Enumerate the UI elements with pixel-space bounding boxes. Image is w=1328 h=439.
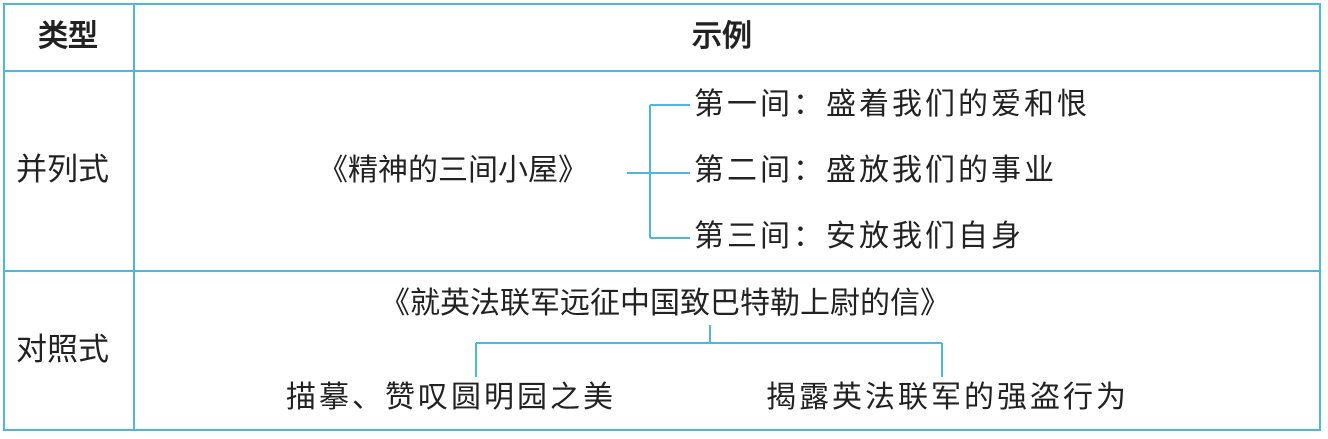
list-item: 第二间：盛放我们的事业 — [694, 153, 1057, 188]
table-frame — [3, 3, 1321, 431]
row-divider — [3, 270, 1321, 272]
list-item: 描摹、赞叹圆明园之美 — [286, 380, 616, 415]
row-title-parallel: 《精神的三间小屋》 — [318, 153, 588, 188]
header-type: 类型 — [38, 19, 98, 54]
row-title-contrast: 《就英法联军远征中国致巴特勒上尉的信》 — [380, 286, 950, 321]
list-item: 第一间：盛着我们的爱和恨 — [694, 87, 1090, 122]
list-item: 揭露英法联军的强盗行为 — [766, 380, 1129, 415]
row-type-contrast: 对照式 — [16, 332, 109, 368]
header-divider — [3, 70, 1321, 72]
column-divider — [133, 3, 135, 431]
row-type-parallel: 并列式 — [16, 152, 109, 188]
list-item: 第三间：安放我们自身 — [694, 219, 1024, 254]
header-example: 示例 — [692, 19, 752, 54]
